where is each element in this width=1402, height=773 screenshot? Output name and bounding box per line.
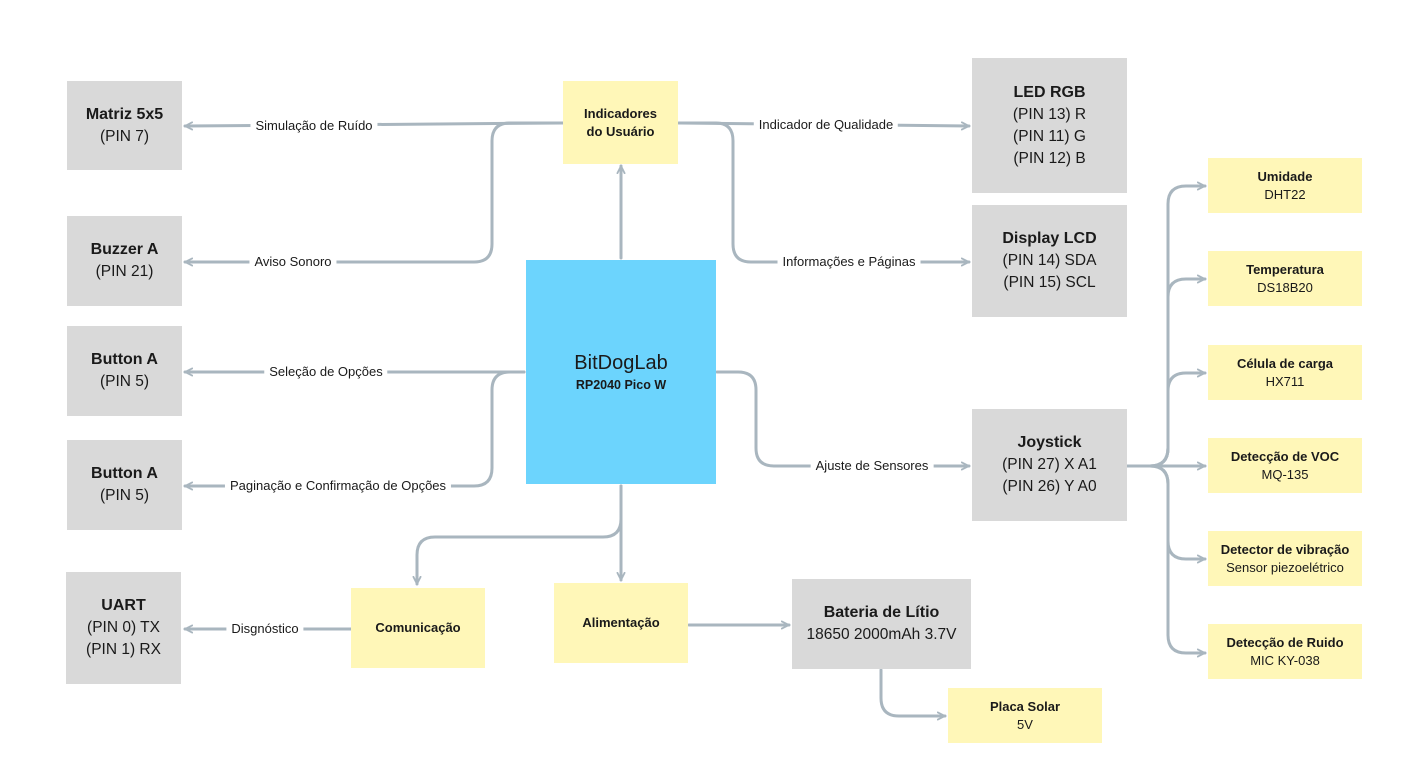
- display-lcd-box: Display LCD (PIN 14) SDA (PIN 15) SCL: [972, 205, 1127, 317]
- bateria-box: Bateria de Lítio 18650 2000mAh 3.7V: [792, 579, 971, 669]
- sensor-vibracao-model: Sensor piezoelétrico: [1226, 559, 1344, 575]
- comunicacao-title: Comunicação: [375, 620, 461, 635]
- sensor-celula-model: HX711: [1265, 373, 1305, 389]
- display-sda: (PIN 14) SDA: [1002, 252, 1097, 269]
- uart-rx: (PIN 1) RX: [86, 641, 161, 658]
- sensor-voc-box: Detecção de VOC MQ-135: [1208, 438, 1362, 493]
- sensor-vibracao-box: Detector de vibração Sensor piezoelétric…: [1208, 531, 1362, 586]
- wire-to-ruido: [1148, 464, 1207, 658]
- sensor-ruido-title: Detecção de Ruido: [1226, 634, 1344, 650]
- wire-to-display: [677, 121, 971, 267]
- sensor-umidade-title: Umidade: [1257, 168, 1313, 184]
- button-a-2-title: Button A: [91, 465, 158, 482]
- matriz-pin: (PIN 7): [99, 127, 150, 145]
- buzzer-pin: (PIN 21): [95, 263, 154, 280]
- button-a-1-pin: (PIN 5): [99, 373, 150, 390]
- led-rgb-title: LED RGB: [1013, 83, 1086, 101]
- joystick-title: Joystick: [1017, 434, 1082, 451]
- wire-to-comunicacao: [412, 484, 623, 586]
- indicadores-line2: do Usuário: [586, 123, 655, 139]
- sensor-voc-model: MQ-135: [1261, 466, 1309, 482]
- sensor-temperatura-model: DS18B20: [1257, 279, 1313, 295]
- sensor-ruido-model: MIC KY-038: [1250, 652, 1320, 668]
- display-scl: (PIN 15) SCL: [1003, 274, 1096, 291]
- main-controller-title: BitDogLab: [574, 352, 668, 374]
- sensor-umidade-model: DHT22: [1264, 186, 1306, 202]
- wire-to-celula: [1148, 368, 1207, 468]
- label-aviso-sonoro: Aviso Sonoro: [249, 254, 337, 270]
- label-simulacao-ruido: Simulação de Ruído: [250, 118, 378, 134]
- display-title: Display LCD: [1002, 230, 1097, 247]
- sensor-celula-title: Célula de carga: [1236, 355, 1334, 371]
- placa-solar-title: Placa Solar: [989, 698, 1061, 714]
- button-a-box-2: Button A (PIN 5): [67, 440, 182, 530]
- wire-to-button2: [183, 370, 526, 491]
- bateria-spec: 18650 2000mAh 3.7V: [806, 626, 957, 643]
- matriz-box: Matriz 5x5 (PIN 7): [67, 81, 182, 170]
- label-paginacao: Paginação e Confirmação de Opções: [224, 478, 452, 494]
- main-controller: BitDogLab RP2040 Pico W: [526, 260, 716, 484]
- matriz-title: Matriz 5x5: [85, 105, 164, 123]
- indicadores-line1: Indicadores: [584, 105, 657, 121]
- wire-to-joystick: [715, 370, 971, 471]
- led-rgb-box: LED RGB (PIN 13) R (PIN 11) G (PIN 12) B: [972, 58, 1127, 193]
- uart-tx: (PIN 0) TX: [87, 619, 160, 636]
- uart-box: UART (PIN 0) TX (PIN 1) RX: [66, 572, 181, 684]
- main-controller-subtitle: RP2040 Pico W: [575, 378, 667, 392]
- buzzer-box: Buzzer A (PIN 21): [67, 216, 182, 306]
- label-selecao-opcoes: Seleção de Opções: [264, 364, 388, 380]
- bateria-title: Bateria de Lítio: [823, 604, 940, 621]
- indicadores-box: Indicadores do Usuário: [563, 81, 678, 164]
- wire-to-solar: [879, 668, 947, 721]
- placa-solar-box: Placa Solar 5V: [948, 688, 1102, 743]
- joystick-y: (PIN 26) Y A0: [1002, 478, 1097, 495]
- sensor-ruido-box: Detecção de Ruido MIC KY-038: [1208, 624, 1362, 679]
- led-pin-b: (PIN 12) B: [1013, 149, 1086, 167]
- joystick-box: Joystick (PIN 27) X A1 (PIN 26) Y A0: [972, 409, 1127, 521]
- label-ajuste-sensores: Ajuste de Sensores: [810, 458, 934, 474]
- label-diagnostico: Disgnóstico: [226, 621, 304, 637]
- button-a-box-1: Button A (PIN 5): [67, 326, 182, 416]
- placa-solar-voltage: 5V: [1017, 716, 1033, 732]
- alimentacao-box: Alimentação: [554, 583, 688, 663]
- wire-to-buzzer: [183, 121, 565, 267]
- uart-title: UART: [101, 597, 146, 614]
- sensor-celula-box: Célula de carga HX711: [1208, 345, 1362, 400]
- button-a-2-pin: (PIN 5): [99, 487, 150, 504]
- sensor-temperatura-title: Temperatura: [1246, 261, 1324, 277]
- led-pin-g: (PIN 11) G: [1013, 127, 1086, 145]
- button-a-1-title: Button A: [91, 351, 158, 368]
- sensor-umidade-box: Umidade DHT22: [1208, 158, 1362, 213]
- sensor-voc-title: Detecção de VOC: [1230, 448, 1340, 464]
- joystick-x: (PIN 27) X A1: [1002, 456, 1097, 473]
- sensor-vibracao-title: Detector de vibração: [1220, 541, 1350, 557]
- alimentacao-title: Alimentação: [582, 615, 660, 630]
- wire-to-umidade: [1148, 181, 1207, 468]
- comunicacao-box: Comunicação: [351, 588, 485, 668]
- label-informacoes-paginas: Informações e Páginas: [777, 254, 921, 270]
- sensor-temperatura-box: Temperatura DS18B20: [1208, 251, 1362, 306]
- led-pin-r: (PIN 13) R: [1012, 105, 1087, 123]
- wire-to-vibracao: [1148, 464, 1207, 564]
- buzzer-title: Buzzer A: [90, 241, 159, 258]
- label-indicador-qualidade: Indicador de Qualidade: [753, 117, 899, 133]
